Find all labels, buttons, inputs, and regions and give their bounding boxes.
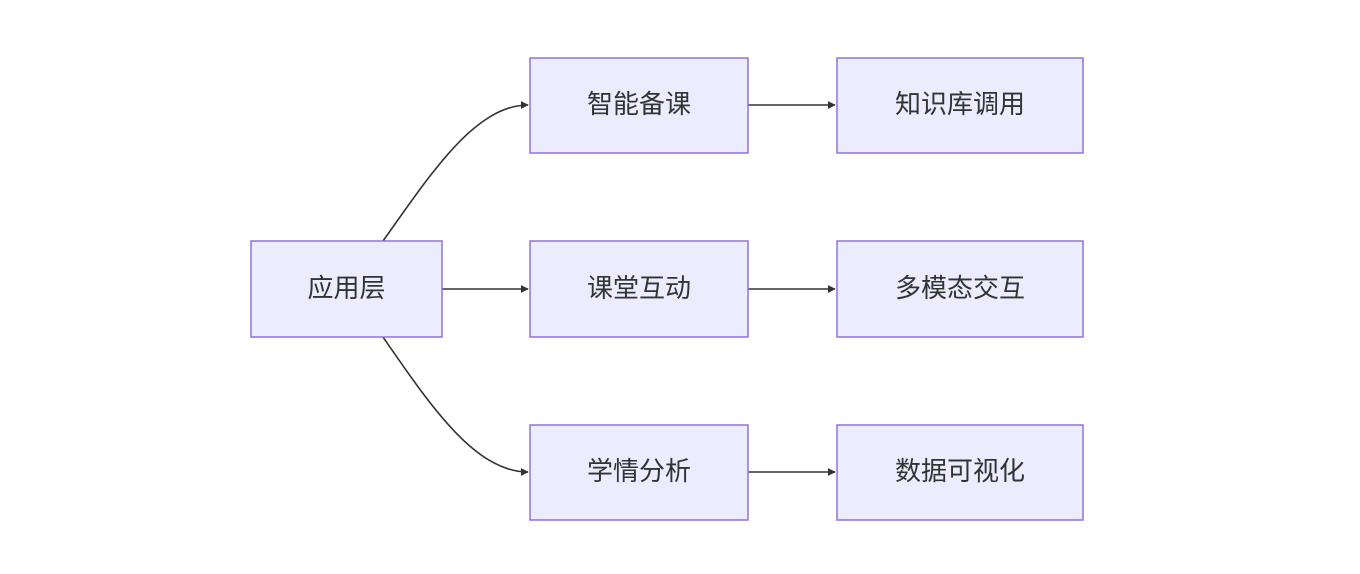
- node-smart-lesson-prep: 智能备课: [529, 57, 749, 154]
- node-knowledge-base-call-label: 知识库调用: [895, 90, 1025, 120]
- node-classroom-interaction-label: 课堂互动: [587, 274, 691, 304]
- edge-root-to-analysis: [382, 336, 529, 476]
- node-classroom-interaction: 课堂互动: [529, 240, 749, 338]
- node-multimodal-interaction-label: 多模态交互: [895, 274, 1025, 304]
- node-data-visualization-label: 数据可视化: [895, 457, 1025, 487]
- node-learning-analysis-label: 学情分析: [587, 457, 691, 487]
- node-data-visualization: 数据可视化: [836, 424, 1084, 521]
- edge-root-to-prep: [382, 101, 529, 242]
- node-learning-analysis: 学情分析: [529, 424, 749, 521]
- node-knowledge-base-call: 知识库调用: [836, 57, 1084, 154]
- node-smart-lesson-prep-label: 智能备课: [587, 90, 691, 120]
- node-application-layer: 应用层: [250, 240, 443, 338]
- node-application-layer-label: 应用层: [307, 274, 385, 304]
- node-multimodal-interaction: 多模态交互: [836, 240, 1084, 338]
